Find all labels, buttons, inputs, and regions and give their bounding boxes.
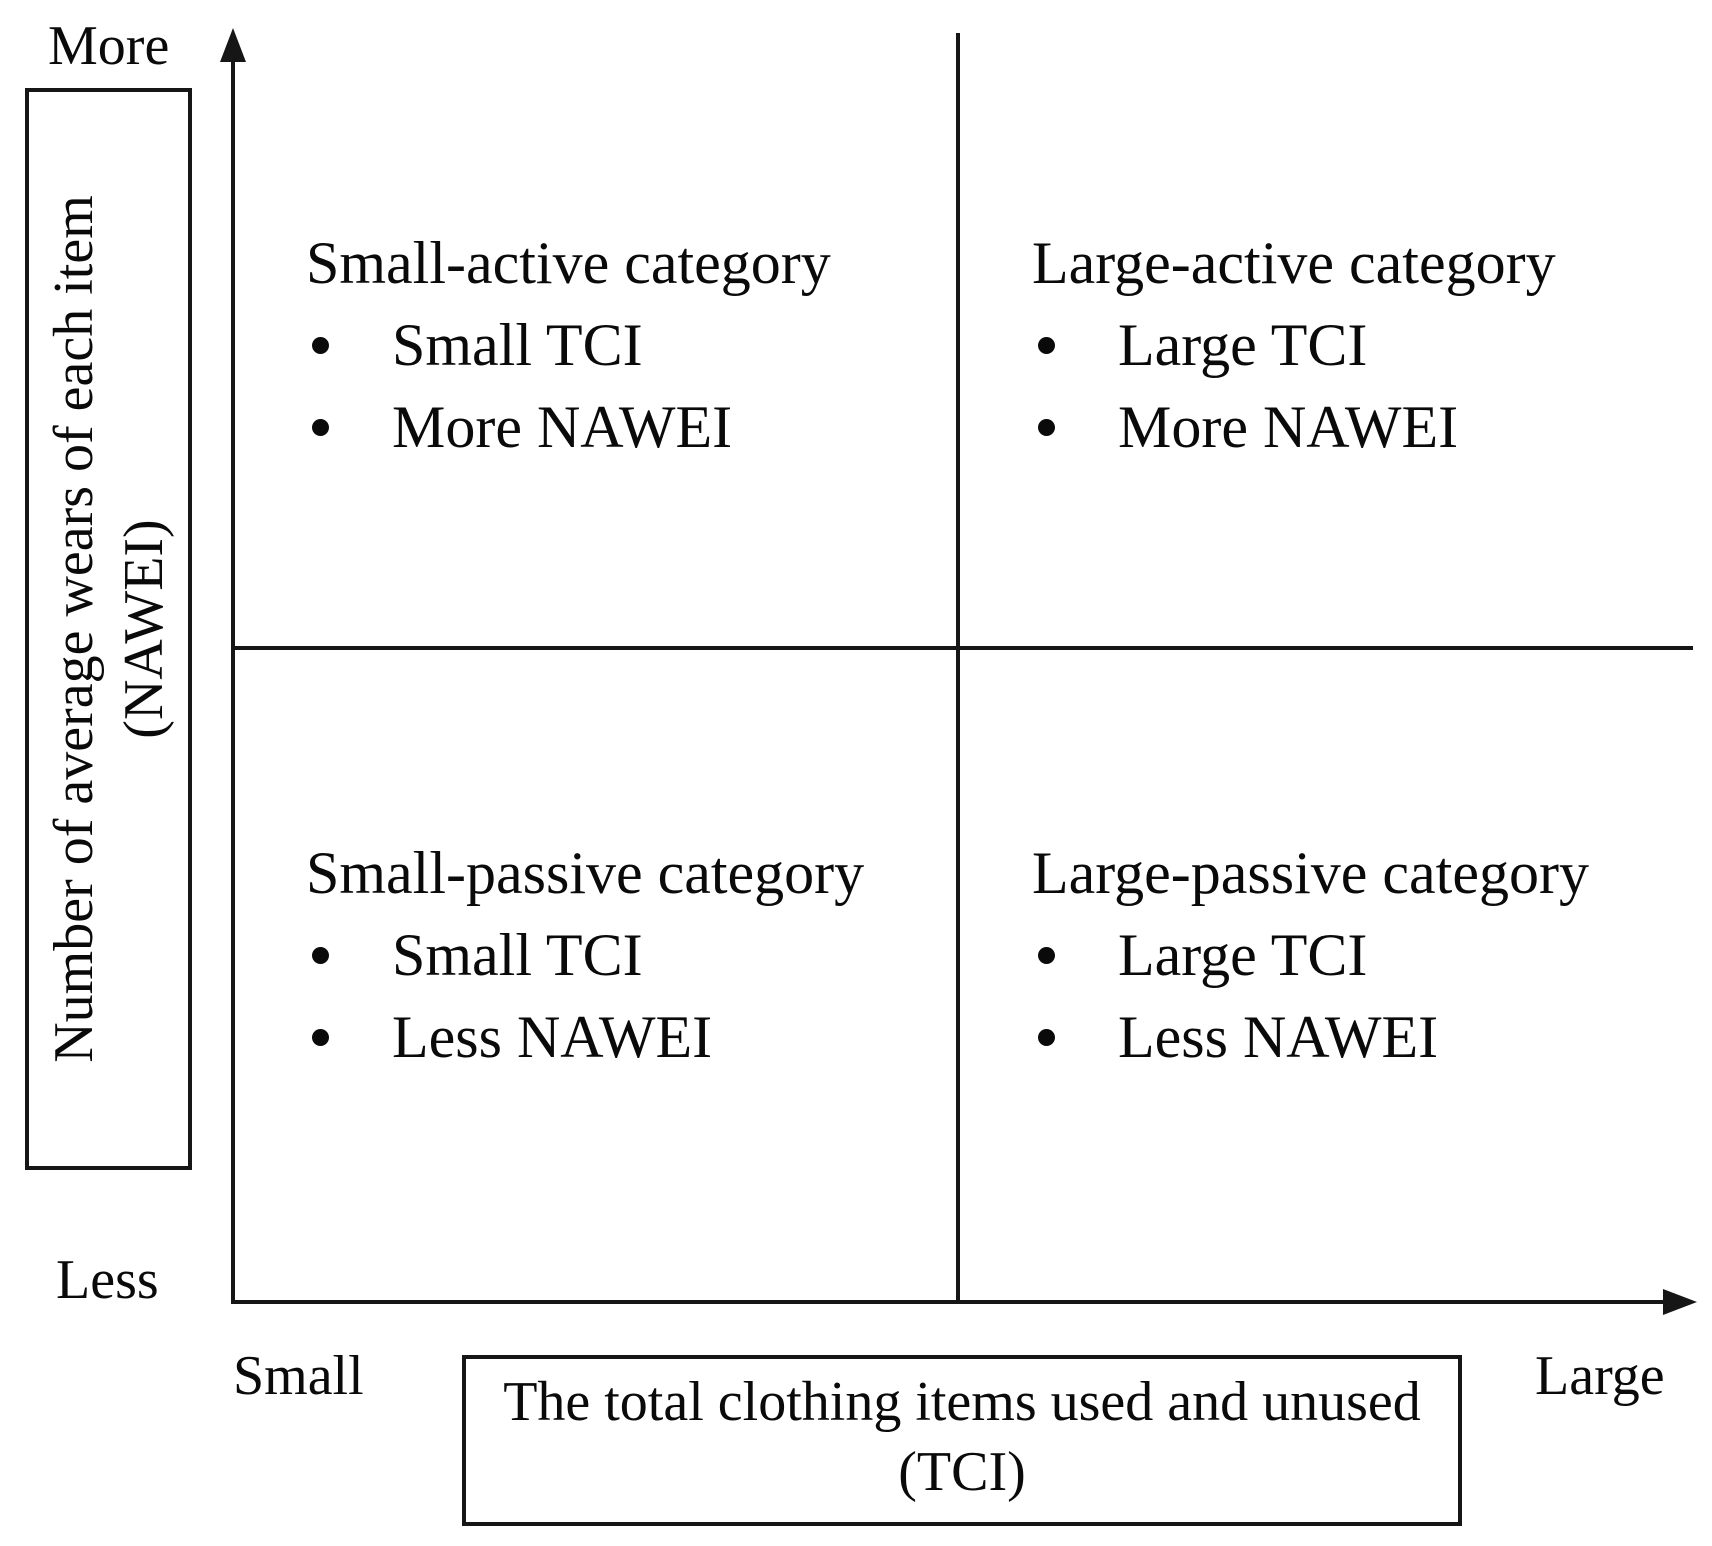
quadrant-large-active: Large-active category Large TCI More NAW… — [1032, 222, 1556, 468]
x-axis-arrowhead-icon — [1663, 1289, 1697, 1315]
horizontal-divider-line — [233, 646, 1693, 650]
bullet-text: Large TCI — [1118, 312, 1368, 378]
bullet-item: Large TCI — [1032, 304, 1556, 386]
quadrant-title: Large-active category — [1032, 230, 1556, 296]
bullet-text: Small TCI — [392, 312, 643, 378]
quadrant-small-passive: Small-passive category Small TCI Less NA… — [306, 832, 864, 1078]
bullet-item: Small TCI — [306, 914, 864, 996]
quadrant-large-passive: Large-passive category Large TCI Less NA… — [1032, 832, 1589, 1078]
x-axis-title-line2: (TCI) — [898, 1441, 1026, 1503]
bullet-item: More NAWEI — [306, 386, 831, 468]
bullet-text: More NAWEI — [392, 394, 733, 460]
x-axis-line — [231, 1300, 1669, 1304]
bullet-text: Less NAWEI — [1118, 1004, 1439, 1070]
y-axis-title: Number of average wears of each item (NA… — [39, 195, 179, 1063]
bullet-item: Small TCI — [306, 304, 831, 386]
bullet-item: More NAWEI — [1032, 386, 1556, 468]
x-axis-title-box: The total clothing items used and unused… — [462, 1355, 1462, 1526]
bullet-text: More NAWEI — [1118, 394, 1459, 460]
x-axis-large-label: Large — [1535, 1345, 1665, 1407]
bullet-text: Small TCI — [392, 922, 643, 988]
x-axis-title-line1: The total clothing items used and unused — [503, 1371, 1421, 1433]
bullet-dot-icon — [312, 1029, 329, 1046]
y-axis-line — [231, 52, 235, 1304]
bullet-dot-icon — [1038, 419, 1055, 436]
quadrant-title: Large-passive category — [1032, 840, 1589, 906]
bullet-dot-icon — [312, 419, 329, 436]
y-axis-title-line1: Number of average wears of each item — [42, 195, 105, 1063]
quadrant-title: Small-passive category — [306, 840, 865, 906]
y-axis-less-label: Less — [56, 1249, 159, 1311]
y-axis-more-label: More — [48, 15, 170, 77]
bullet-dot-icon — [312, 337, 329, 354]
bullet-dot-icon — [312, 947, 329, 964]
bullet-item: Less NAWEI — [306, 996, 864, 1078]
y-axis-arrowhead-icon — [220, 28, 246, 62]
bullet-text: Large TCI — [1118, 922, 1368, 988]
vertical-divider-line — [956, 33, 960, 1304]
x-axis-small-label: Small — [233, 1345, 364, 1407]
y-axis-title-line2: (NAWEI) — [112, 519, 175, 739]
bullet-dot-icon — [1038, 947, 1055, 964]
y-axis-title-box: Number of average wears of each item (NA… — [25, 88, 192, 1170]
quadrant-title: Small-active category — [306, 230, 831, 296]
bullet-item: Large TCI — [1032, 914, 1589, 996]
bullet-dot-icon — [1038, 337, 1055, 354]
bullet-dot-icon — [1038, 1029, 1055, 1046]
bullet-item: Less NAWEI — [1032, 996, 1589, 1078]
bullet-text: Less NAWEI — [392, 1004, 713, 1070]
quadrant-small-active: Small-active category Small TCI More NAW… — [306, 222, 831, 468]
